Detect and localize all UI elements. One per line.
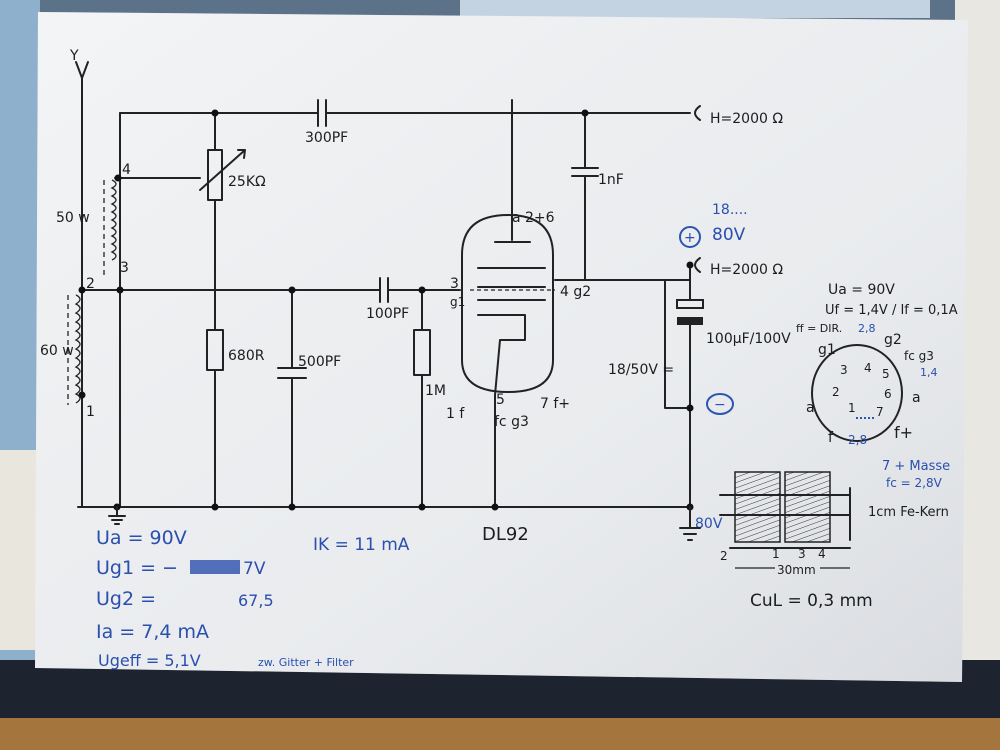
pinout-ff: ff = DIR. xyxy=(796,322,842,335)
battery-range-label: 18.... xyxy=(712,202,748,218)
coil-wire-label: CuL = 0,3 mm xyxy=(750,591,873,611)
tube-pin-g2: 4 g2 xyxy=(560,284,591,300)
measurement-notes: Ua = 90V Ug1 = − 7V Ug2 = 67,5 Ia = 7,4 … xyxy=(96,527,410,670)
pinout-uf: Uf = 1,4V / If = 0,1A xyxy=(825,303,958,318)
pinout-pin-6: 6 xyxy=(884,387,892,401)
coil-node-4: 4 xyxy=(122,162,131,178)
wooden-shelf xyxy=(0,718,1000,750)
pinout-f: f xyxy=(828,430,834,446)
coil-node-3: 3 xyxy=(120,260,129,276)
capacitor-500pf: 500PF xyxy=(277,354,341,379)
map-edge-top xyxy=(460,0,930,18)
battery-low-label: 18/50V = xyxy=(608,362,674,378)
headphone-connector-mid: H=2000 Ω xyxy=(694,257,783,278)
pinout-val-28-bottom: 2,8 xyxy=(848,433,867,447)
capacitor-100pf-label: 100PF xyxy=(366,306,409,322)
tube-pin-1f: 1 f xyxy=(446,406,465,422)
pinout-pin-4: 4 xyxy=(864,361,872,375)
coil-lower-turns: 60 w xyxy=(40,343,74,359)
coil-node-1: 1 xyxy=(86,404,95,420)
electrolytic-capacitor-label: 100μF/100V xyxy=(706,331,791,347)
coil-terminal-3: 3 xyxy=(798,547,806,561)
coil-terminal-1: 1 xyxy=(772,547,780,561)
note-ug1: Ug1 = − xyxy=(96,557,178,579)
capacitor-100pf: 100PF xyxy=(366,277,409,322)
pinout-masse: 7 + Masse xyxy=(882,459,950,474)
pinout-a-left: a xyxy=(806,400,815,416)
coil-length-label: 30mm xyxy=(777,563,816,577)
minus-icon: − xyxy=(714,397,726,413)
coil-terminal-2: 2 xyxy=(720,549,728,563)
capacitor-300pf: 300PF xyxy=(305,99,348,146)
note-ia: Ia = 7,4 mA xyxy=(96,621,209,643)
tube-pin-5: 5 xyxy=(496,392,505,408)
note-ugeff: Ugeff = 5,1V xyxy=(98,651,201,670)
pinout-pin-1: 1 xyxy=(848,401,856,415)
pinout-fc: fc = 2,8V xyxy=(886,476,943,490)
electrolytic-capacitor: 100μF/100V 18/50V = xyxy=(608,299,791,378)
antenna: Y xyxy=(69,48,89,396)
potentiometer-25k: 25KΩ xyxy=(199,149,266,201)
map-legend-left xyxy=(0,450,36,650)
antenna-label: Y xyxy=(69,48,79,64)
pinout-a-right: a xyxy=(912,390,921,406)
headphone-top-label: H=2000 Ω xyxy=(710,111,783,127)
wiring xyxy=(77,99,694,511)
pinout-pin-3: 3 xyxy=(840,363,848,377)
coil-terminal-4: 4 xyxy=(818,547,826,561)
pinout-fplus: f+ xyxy=(894,423,913,442)
pinout-g2: g2 xyxy=(884,332,902,348)
coil-node-2: 2 xyxy=(86,276,95,292)
pinout-g1: g1 xyxy=(818,342,836,358)
antenna-coil: 50 w 60 w 4 3 2 1 xyxy=(40,162,131,420)
resistor-680r-label: 680R xyxy=(228,348,265,364)
ground-icon xyxy=(108,506,126,525)
note-ua: Ua = 90V xyxy=(96,527,187,549)
note-ugeff-comment: zw. Gitter + Filter xyxy=(258,656,354,669)
tube-pin-anode: a 2+6 xyxy=(512,210,555,226)
ground-80v-label: 80V xyxy=(695,516,723,532)
battery-high-label: 80V xyxy=(712,225,746,245)
capacitor-300pf-label: 300PF xyxy=(305,130,348,146)
headphone-connector-top: H=2000 Ω xyxy=(694,105,783,127)
tube-pin-7f: 7 f+ xyxy=(540,396,570,412)
pinout-pin-2: 2 xyxy=(832,385,840,399)
scribbled-out-value xyxy=(190,560,240,574)
tube-name: DL92 xyxy=(482,524,529,545)
pinout-pin-7: 7 xyxy=(876,405,884,419)
ferrite-coil-drawing: 1cm Fe-Kern 30mm 2 1 3 4 CuL = 0,3 mm xyxy=(719,471,949,611)
coil-upper-turns: 50 w xyxy=(56,210,90,226)
battery-markings: + 18.... 80V − 80V xyxy=(679,202,748,541)
note-ik: IK = 11 mA xyxy=(313,535,410,555)
resistor-1m: 1M xyxy=(413,329,446,399)
potentiometer-label: 25KΩ xyxy=(228,174,266,190)
pinout-ua: Ua = 90V xyxy=(828,282,895,298)
resistor-680r: 680R xyxy=(206,329,265,371)
tube-pin-g1-label: g1 xyxy=(450,295,465,309)
coil-core-label: 1cm Fe-Kern xyxy=(868,505,949,520)
pinout-val-28-top: 2,8 xyxy=(858,322,876,335)
capacitor-1nf-label: 1nF xyxy=(598,172,624,188)
capacitor-1nf: 1nF xyxy=(571,167,624,188)
tube-pinout: Ua = 90V Uf = 1,4V / If = 0,1A ff = DIR.… xyxy=(796,282,958,490)
tube-dl92: a 2+6 3 g1 4 g2 5 fc g3 1 f 7 f+ DL92 xyxy=(446,210,591,545)
plus-icon: + xyxy=(684,230,696,246)
tube-pin-g1-number: 3 xyxy=(450,276,459,292)
note-ug2-value: 67,5 xyxy=(238,591,274,610)
headphone-mid-label: H=2000 Ω xyxy=(710,262,783,278)
pinout-pin-5: 5 xyxy=(882,367,890,381)
pinout-fc-g3: fc g3 xyxy=(904,349,934,363)
note-ug1-value: 7V xyxy=(243,559,266,579)
pinout-val-14: 1,4 xyxy=(920,366,938,379)
note-ug2: Ug2 = xyxy=(96,588,156,610)
tube-pin-fc-g3: fc g3 xyxy=(494,414,529,430)
resistor-1m-label: 1M xyxy=(425,383,446,399)
capacitor-500pf-label: 500PF xyxy=(298,354,341,370)
